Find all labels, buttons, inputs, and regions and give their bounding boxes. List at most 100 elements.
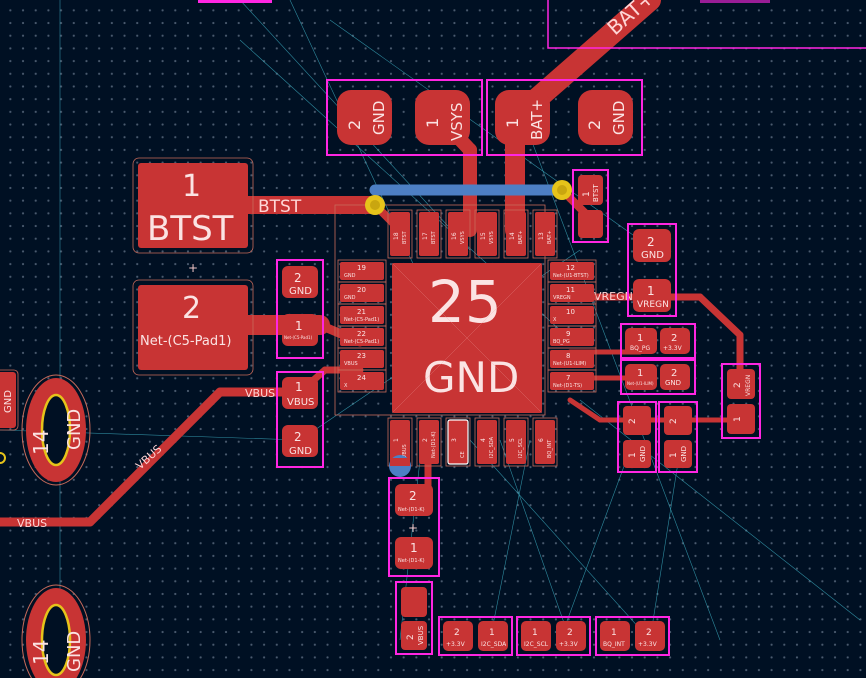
ic-pin-net: Net-(D1-K) — [431, 431, 437, 458]
header-pad-number: 1 — [611, 628, 617, 638]
ic-pin-4[interactable] — [477, 420, 497, 464]
top-power-connectors[interactable]: 2 GND 1 VSYS 1 BAT+ 2 GND — [326, 79, 643, 156]
ic-pin-number: 10 — [566, 308, 575, 316]
header-pad[interactable] — [478, 621, 508, 651]
inductor-footprint[interactable]: 1 BTST + 2 Net-(C5-Pad1) — [132, 157, 254, 376]
ic-pin-1[interactable] — [390, 420, 410, 464]
ic-pin-13[interactable] — [535, 212, 555, 256]
ic-pin-outline — [387, 209, 413, 259]
bottom-header[interactable]: 2+3.3V1I2C_SDA1I2C_SCL2+3.3V1BQ_INT2+3.3… — [438, 616, 670, 656]
ic-pin-2[interactable] — [419, 420, 439, 464]
vbus-track-label: VBUS — [245, 387, 275, 400]
ic-pin-12[interactable] — [550, 262, 594, 280]
ic-pin-number: 23 — [357, 352, 366, 360]
ic-pin-number: 11 — [566, 286, 575, 294]
led-pad1-number: 1 — [410, 541, 418, 555]
top-edge-footprint — [198, 0, 272, 3]
vias[interactable] — [365, 180, 572, 477]
vsys-pad-number: 1 — [423, 118, 442, 128]
ic-pin-24[interactable] — [340, 372, 384, 390]
btst-capacitor[interactable]: 1 BTST — [572, 169, 609, 243]
ic-pin-6[interactable] — [535, 420, 555, 464]
ic-pin-net: GND — [344, 273, 356, 279]
ic-pin-3[interactable] — [447, 419, 469, 465]
ic-pin-net: BTST — [431, 230, 437, 244]
ic-pin-number: 21 — [357, 308, 366, 316]
ic-pin-net: Net-(U1-BTST) — [553, 273, 589, 279]
ic-pin-19[interactable] — [340, 262, 384, 280]
bottom-resistor[interactable]: 2 VBUS — [395, 581, 433, 655]
ic-pin-number: 1 — [393, 438, 400, 442]
ic-pin-10[interactable] — [550, 306, 594, 324]
led-pad2-net: Net-(D1-K) — [398, 507, 425, 513]
ic-pin-net: X — [344, 383, 348, 389]
ic-pin-number: 13 — [538, 232, 545, 240]
ic-pin-number: 8 — [566, 352, 570, 360]
vertical-resistors[interactable]: 2 1 GND 2 1 GND — [617, 401, 698, 473]
vregn-capacitor[interactable]: 2 VREGN 1 — [721, 363, 761, 439]
ic-pin-16[interactable] — [448, 212, 468, 256]
ic-pin-18[interactable] — [390, 212, 410, 256]
ic-pin-net: Net-(C5-Pad1) — [344, 339, 379, 345]
vregn-cap-net: VREGN — [745, 375, 752, 396]
ic-pin-11[interactable] — [550, 284, 594, 302]
r-bot-net: VBUS — [417, 625, 425, 645]
ic-pin-outline — [532, 417, 558, 467]
ilim-resistor[interactable]: 1 Net-(U1-ILIM) 2 GND — [620, 359, 696, 395]
bqpg-resistor[interactable]: 1 BQ_PG 2 +3.3V — [620, 323, 696, 359]
header-pad-number: 1 — [489, 628, 495, 638]
ic-pin-22[interactable] — [340, 328, 384, 346]
vregn-track-label: VREGN — [594, 290, 633, 303]
cap-r1-net: GND — [641, 250, 664, 261]
ic-u1[interactable]: 25 GND 19GND20GND21Net-(C5-Pad1)22Net-(C… — [334, 204, 597, 467]
inductor-pad2-number: 2 — [182, 291, 201, 326]
cap-l2-number: 1 — [295, 319, 303, 333]
ic-pin-20[interactable] — [340, 284, 384, 302]
ic-pin-15[interactable] — [477, 212, 497, 256]
j14a-pad-net: GND — [64, 409, 85, 450]
ic-ep-net: GND — [423, 353, 519, 402]
btst-cap-net: BTST — [592, 183, 600, 202]
ic-pin-5[interactable] — [506, 420, 526, 464]
cap-l1-net: GND — [289, 286, 312, 297]
ic-pin-17[interactable] — [419, 212, 439, 256]
ic-pin-net: CE — [460, 451, 466, 458]
batp-pad-number: 1 — [503, 118, 522, 128]
header-pad-net: I2C_SDA — [481, 641, 507, 648]
ic-pin-21[interactable] — [340, 306, 384, 324]
ic-pin-net: I2C_SDA — [489, 436, 495, 458]
left-connector[interactable]: GND 14 GND 14 GND — [0, 369, 91, 678]
res-a-number-1: 1 — [628, 452, 638, 458]
ic-pin-14[interactable] — [506, 212, 526, 256]
ic-pin-outline — [547, 369, 597, 393]
ic-pin-outline — [503, 209, 529, 259]
led-pad1-net: Net-(D1-K) — [398, 558, 425, 564]
header-pad[interactable] — [556, 621, 586, 651]
left-capacitors[interactable]: 2 GND 1 Net-(C5-Pad1) 1 VBUS 2 GND — [276, 259, 324, 468]
res-a-net: GND — [639, 446, 647, 462]
ic-pin-number: 16 — [451, 232, 458, 240]
ic-pin-number: 3 — [451, 438, 458, 442]
header-pad[interactable] — [635, 621, 665, 651]
cap-l4-net: GND — [289, 446, 312, 457]
right-capacitor[interactable]: 2 GND 1 VREGN — [627, 223, 677, 317]
bqpg-b-number: 2 — [671, 333, 677, 344]
header-pad[interactable] — [521, 621, 551, 651]
ic-pin-8[interactable] — [550, 350, 594, 368]
ic-pin-23[interactable] — [340, 350, 384, 368]
bqpg-a-net: BQ_PG — [630, 345, 650, 352]
header-pad[interactable] — [443, 621, 473, 651]
led-d1[interactable]: 2 Net-(D1-K) + 1 Net-(D1-K) — [388, 477, 440, 577]
r-gnd-net: GND — [665, 379, 681, 387]
ic-pin-number: 18 — [393, 232, 400, 240]
ic-pin-9[interactable] — [550, 328, 594, 346]
gnd-tr-pad-number: 2 — [585, 120, 604, 130]
ic-ep-number: 25 — [428, 268, 502, 336]
header-pad[interactable] — [600, 621, 630, 651]
cap-l2-net: Net-(C5-Pad1) — [284, 335, 313, 340]
top-right-footprint — [700, 0, 770, 3]
ic-pin-7[interactable] — [550, 372, 594, 390]
vregn-cap-number-1: 1 — [733, 416, 743, 422]
